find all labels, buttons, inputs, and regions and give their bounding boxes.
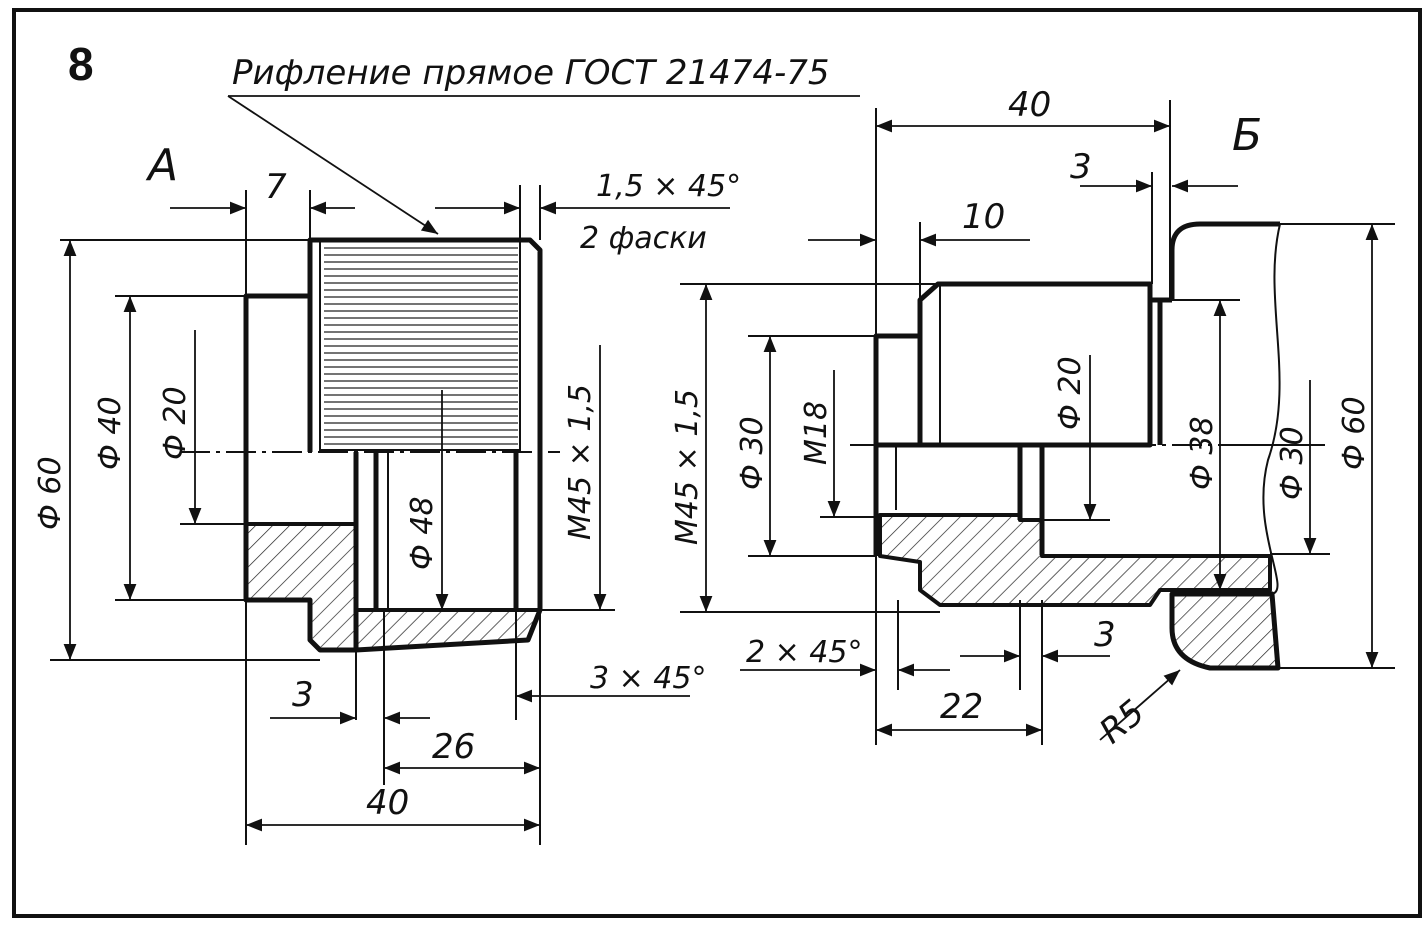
dim-a-chamfer-note: 2 фаски: [580, 221, 707, 256]
dim-a-thread: M45 × 1,5: [563, 384, 598, 540]
dim-b-thread: M45 × 1,5: [670, 389, 705, 545]
dim-b-d60: Ф 60: [1337, 396, 1372, 470]
view-a-label: А: [145, 140, 178, 191]
dim-b-40: 40: [1008, 85, 1051, 125]
mating-part-break-line: [1262, 223, 1281, 669]
dim-b-d38: Ф 38: [1185, 416, 1220, 490]
dim-a-26: 26: [432, 727, 475, 767]
part-b-section: [878, 513, 1272, 607]
dim-a-40: 40: [366, 783, 409, 823]
dim-b-d30-right: Ф 30: [1275, 426, 1310, 500]
dim-a-3: 3: [292, 675, 314, 715]
view-a: А Ф 60 Ф 40 Ф 20 Ф 48: [33, 140, 741, 845]
dim-a-d48: Ф 48: [405, 496, 440, 570]
view-b: Б 40 3 10 M: [670, 85, 1395, 752]
dim-a-7: 7: [265, 167, 287, 207]
dim-b-chamfer: 2 × 45°: [746, 635, 862, 670]
dim-b-10: 10: [962, 197, 1005, 237]
dim-b-3-top: 3: [1070, 147, 1092, 187]
knurling-note: Рифление прямое ГОСТ 21474-75: [232, 53, 830, 93]
dim-b-22: 22: [940, 687, 983, 727]
dim-b-3-bottom: 3: [1094, 615, 1116, 655]
part-a-section-left: [244, 522, 358, 652]
knurled-surface: [319, 239, 521, 451]
dim-a-d20: Ф 20: [158, 386, 193, 460]
mating-part-section: [1170, 592, 1280, 670]
dim-b-d30-left: Ф 30: [735, 416, 770, 490]
dim-b-radius-line: [1099, 669, 1181, 741]
drawing-frame: [12, 8, 1422, 918]
dim-a-chamfer-bottom: 3 × 45°: [590, 661, 706, 696]
dim-a-chamfer-top: 1,5 × 45°: [596, 169, 741, 204]
dim-a-d60: Ф 60: [33, 456, 68, 530]
dim-b-d20: Ф 20: [1053, 356, 1088, 430]
figure-number: 8: [68, 38, 94, 90]
note-leader: [227, 95, 439, 235]
part-b-outline: [873, 281, 1153, 448]
mating-part-body: [1169, 221, 1280, 300]
dim-b-m18: M18: [799, 401, 834, 465]
dim-a-d40: Ф 40: [93, 396, 128, 470]
view-b-label: Б: [1232, 110, 1262, 161]
